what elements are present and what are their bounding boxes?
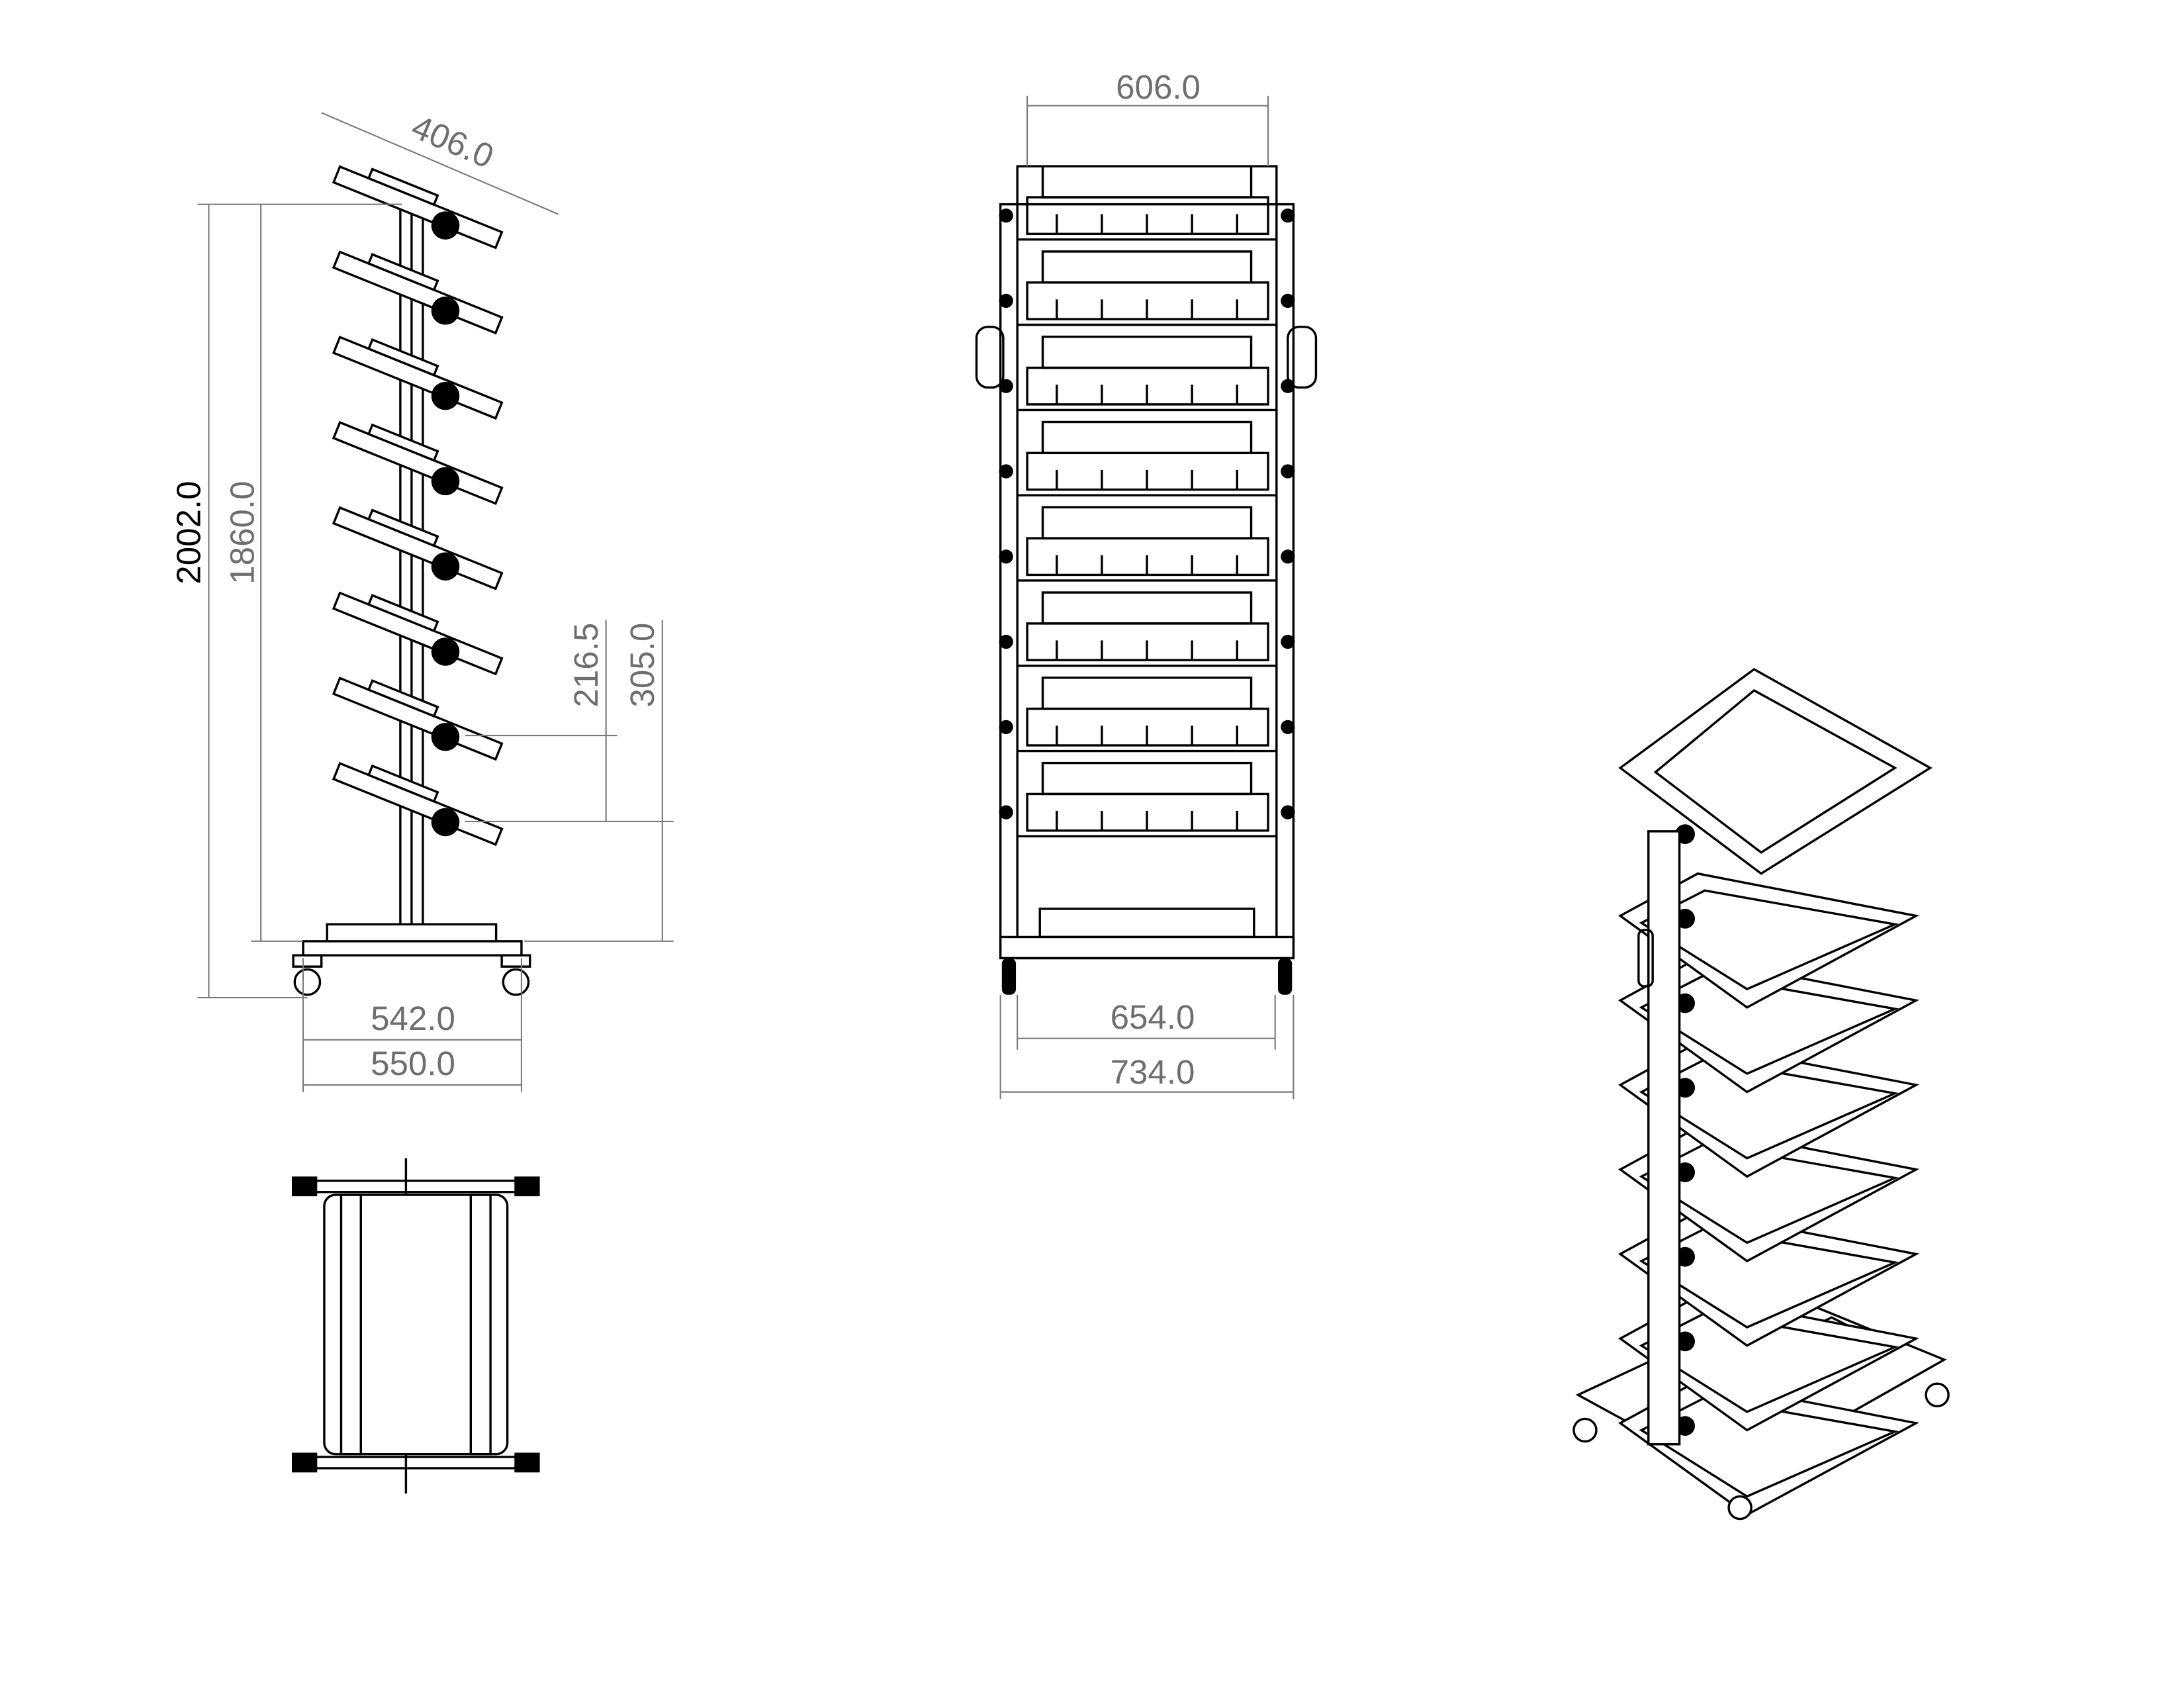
front-dimensions: 606.0 654.0 734.0 — [999, 68, 1295, 1100]
side-tray — [332, 761, 504, 846]
iso-tray — [1618, 668, 1933, 875]
front-tray — [999, 336, 1295, 412]
dim-frame-inner: 654.0 — [1111, 998, 1195, 1036]
side-tray — [332, 250, 504, 335]
isometric-view — [1572, 668, 1950, 1521]
side-base — [302, 940, 523, 957]
side-tray — [332, 336, 504, 420]
dim-post-height: 1860.0 — [224, 481, 261, 584]
top-view — [291, 1158, 540, 1494]
dim-tray-pitch: 216.5 — [567, 623, 605, 708]
front-tray — [999, 420, 1295, 496]
side-trays — [332, 165, 504, 846]
front-tray — [999, 506, 1295, 582]
side-view — [292, 165, 531, 996]
front-tray — [999, 677, 1295, 753]
dim-base-inner: 542.0 — [371, 1000, 455, 1037]
side-tray — [332, 165, 504, 250]
front-tray — [999, 165, 1295, 241]
dim-lowest-tray: 305.0 — [623, 623, 661, 708]
front-tray — [999, 250, 1295, 326]
front-tray — [999, 761, 1295, 837]
iso-post — [1647, 830, 1681, 1446]
handle-right — [1287, 326, 1318, 389]
caster-wheel — [293, 968, 322, 996]
dim-frame-outer: 734.0 — [1111, 1053, 1195, 1091]
side-tray — [332, 677, 504, 761]
dim-base-outer: 550.0 — [371, 1045, 455, 1082]
side-tray — [332, 591, 504, 676]
side-tray — [332, 506, 504, 590]
side-dimensions: 2002.0 1860.0 216.5 305.0 406.0 542.0 55… — [170, 108, 674, 1092]
front-view — [975, 165, 1318, 995]
caster-wheel — [502, 968, 530, 996]
dim-tray-width: 606.0 — [1116, 68, 1201, 106]
dim-overall-height: 2002.0 — [170, 481, 208, 584]
side-tray — [332, 420, 504, 505]
front-tray — [999, 591, 1295, 667]
handle-left — [975, 326, 1005, 389]
dim-tray-depth: 406.0 — [406, 108, 499, 175]
